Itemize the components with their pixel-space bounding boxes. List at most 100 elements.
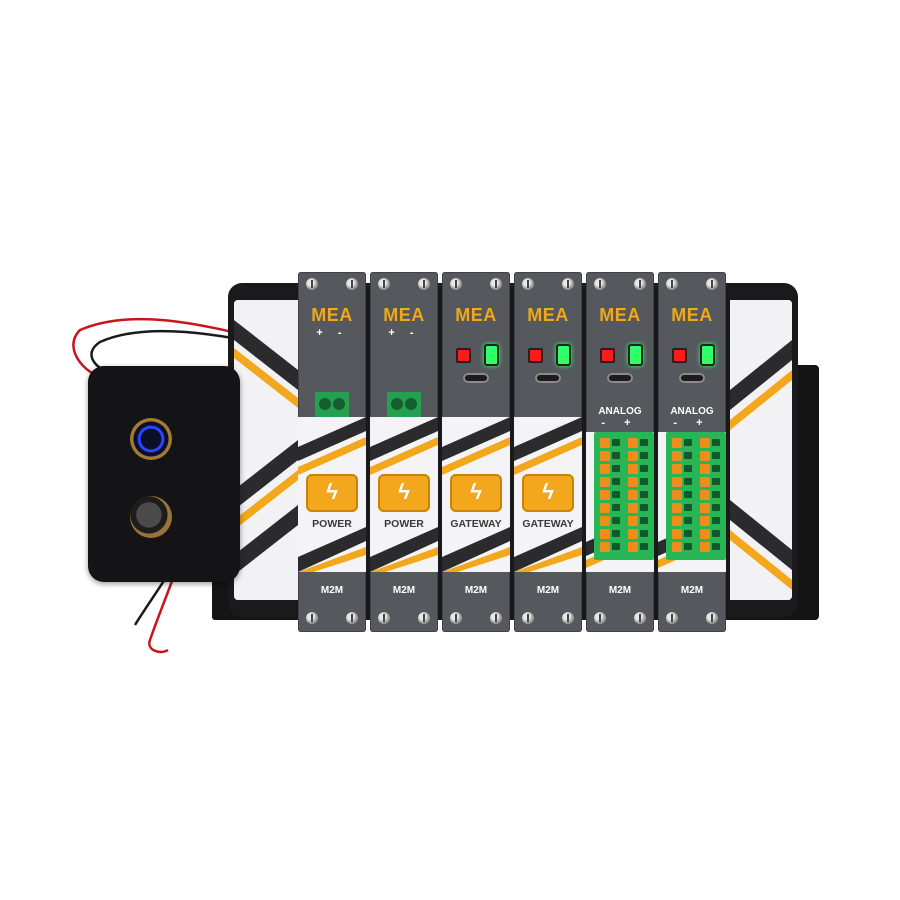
terminal-lever[interactable] <box>672 477 682 487</box>
brand-logo: MEA <box>383 305 425 325</box>
screw <box>418 612 430 624</box>
terminal-hole <box>712 543 720 550</box>
terminal-lever[interactable] <box>700 516 710 526</box>
terminal-lever[interactable] <box>628 516 638 526</box>
terminal-hole <box>684 465 692 472</box>
terminal-lever[interactable] <box>628 451 638 461</box>
screw <box>450 612 462 624</box>
terminal-lever[interactable] <box>672 464 682 474</box>
screw <box>522 278 534 290</box>
terminal-lever[interactable] <box>600 503 610 513</box>
terminal-hole <box>612 517 620 524</box>
polarity-label: - + <box>601 417 639 429</box>
terminal-lever[interactable] <box>628 490 638 500</box>
brand-logo: MEA <box>527 305 569 325</box>
terminal-lever[interactable] <box>628 503 638 513</box>
status-led-red <box>528 348 543 363</box>
terminal-lever[interactable] <box>628 529 638 539</box>
screw <box>306 612 318 624</box>
screw <box>594 278 606 290</box>
terminal-lever[interactable] <box>700 451 710 461</box>
screw <box>666 278 678 290</box>
brand-logo: MEA <box>599 305 641 325</box>
right-end-panel <box>730 300 792 600</box>
terminal-lever[interactable] <box>700 490 710 500</box>
terminal-hole <box>712 504 720 511</box>
terminal-lever[interactable] <box>600 542 610 552</box>
terminal-lever[interactable] <box>600 490 610 500</box>
terminal-hole <box>712 478 720 485</box>
screw <box>666 612 678 624</box>
lightning-icon: ϟ <box>398 479 410 504</box>
terminal-lever[interactable] <box>700 503 710 513</box>
terminal-lever[interactable] <box>672 490 682 500</box>
terminal-lever[interactable] <box>628 477 638 487</box>
module-label: POWER <box>312 518 352 530</box>
gateway-badge: ϟ <box>522 474 574 512</box>
terminal-lever[interactable] <box>600 529 610 539</box>
terminal-lever[interactable] <box>672 503 682 513</box>
terminal-hole <box>712 439 720 446</box>
lightning-icon: ϟ <box>542 479 554 504</box>
power-terminal[interactable] <box>315 392 349 418</box>
terminal-hole <box>684 517 692 524</box>
terminal-lever[interactable] <box>700 542 710 552</box>
terminal-lever[interactable] <box>700 438 710 448</box>
terminal-lever[interactable] <box>672 542 682 552</box>
power-terminal[interactable] <box>387 392 421 418</box>
terminal-hole <box>712 465 720 472</box>
terminal-hole <box>612 439 620 446</box>
terminal-hole <box>612 452 620 459</box>
terminal-lever[interactable] <box>700 529 710 539</box>
terminal-lever[interactable] <box>672 438 682 448</box>
terminal-lever[interactable] <box>628 464 638 474</box>
push-button[interactable] <box>130 496 172 538</box>
io-terminal-block[interactable] <box>594 432 654 560</box>
terminal-lever[interactable] <box>672 451 682 461</box>
usb-c-port[interactable] <box>463 373 489 383</box>
terminal-hole <box>640 517 648 524</box>
illuminated-push-button[interactable] <box>130 418 172 460</box>
module-footer: M2M <box>608 585 632 596</box>
terminal-lever[interactable] <box>600 464 610 474</box>
terminal-hole <box>612 504 620 511</box>
screw <box>562 278 574 290</box>
usb-c-port[interactable] <box>607 373 633 383</box>
screw <box>490 612 502 624</box>
module-gateway-2: MEA ϟ GATEWAY M2M <box>514 272 582 632</box>
terminal-lever[interactable] <box>628 542 638 552</box>
usb-c-port[interactable] <box>535 373 561 383</box>
status-led-red <box>456 348 471 363</box>
terminal-hole <box>684 504 692 511</box>
terminal-lever[interactable] <box>628 438 638 448</box>
switch-box <box>88 366 240 582</box>
terminal-lever[interactable] <box>600 477 610 487</box>
terminal-lever[interactable] <box>672 529 682 539</box>
terminal-lever[interactable] <box>600 451 610 461</box>
gateway-badge: ϟ <box>450 474 502 512</box>
terminal-hole <box>640 504 648 511</box>
terminal-hole <box>640 543 648 550</box>
lightning-icon: ϟ <box>326 479 338 504</box>
polarity-label: + - <box>388 327 420 339</box>
terminal-lever[interactable] <box>672 516 682 526</box>
terminal-lever[interactable] <box>700 464 710 474</box>
polarity-label: - + <box>673 417 711 429</box>
status-led-green <box>700 344 715 366</box>
screw <box>522 612 534 624</box>
power-badge: ϟ <box>306 474 358 512</box>
terminal-lever[interactable] <box>600 438 610 448</box>
screw <box>634 612 646 624</box>
terminal-hole <box>712 491 720 498</box>
terminal-lever[interactable] <box>600 516 610 526</box>
io-terminal-block[interactable] <box>666 432 726 560</box>
module-label: GATEWAY <box>450 518 502 530</box>
terminal-hole <box>684 478 692 485</box>
screw <box>418 278 430 290</box>
terminal-lever[interactable] <box>700 477 710 487</box>
usb-c-port[interactable] <box>679 373 705 383</box>
brand-logo: MEA <box>671 305 713 325</box>
module-gateway-1: MEA ϟ GATEWAY M2M <box>442 272 510 632</box>
terminal-hole <box>612 478 620 485</box>
